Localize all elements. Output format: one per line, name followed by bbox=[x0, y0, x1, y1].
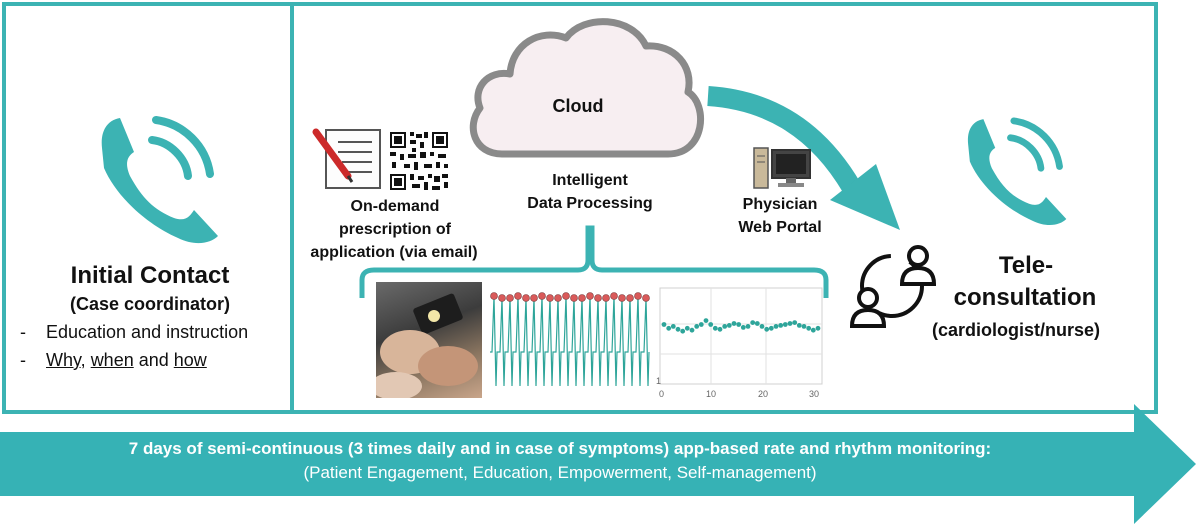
hr-point bbox=[736, 322, 742, 327]
ecg-peak-marker bbox=[642, 294, 650, 302]
hr-point bbox=[815, 325, 821, 331]
hr-point bbox=[703, 318, 709, 323]
hr-point bbox=[712, 325, 718, 331]
portal-label-line1: Physician bbox=[742, 196, 818, 213]
hr-point bbox=[731, 321, 737, 326]
hr-x-tick-10: 10 bbox=[706, 389, 716, 399]
heart-rate-chart: 1 0 10 20 30 bbox=[656, 287, 823, 399]
prescription-label-line3: application (via email) bbox=[310, 244, 478, 261]
bullet-why-when-how: Why, when and how bbox=[20, 346, 290, 374]
ecg-peak-marker bbox=[554, 294, 562, 302]
banner-line1: 7 days of semi-continuous (3 times daily… bbox=[128, 439, 992, 458]
hr-point bbox=[708, 322, 714, 327]
main-panel-frame bbox=[290, 2, 1158, 414]
ecg-peak-marker bbox=[562, 292, 570, 300]
teleconsultation-title-line1: Tele- bbox=[998, 252, 1054, 279]
hr-point bbox=[759, 324, 765, 329]
left-bullets: Education and instruction Why, when and … bbox=[20, 318, 290, 374]
when-link: when bbox=[90, 350, 134, 370]
bullet-education: Education and instruction bbox=[20, 318, 290, 346]
hr-point bbox=[740, 325, 746, 330]
hr-point bbox=[750, 320, 756, 325]
hr-point bbox=[689, 327, 695, 333]
cloud-label: Cloud bbox=[552, 96, 604, 116]
hr-point bbox=[661, 322, 667, 327]
processing-label-line2: Data Processing bbox=[527, 195, 653, 212]
hr-point bbox=[722, 324, 728, 329]
teleconsultation-subtitle: (cardiologist/nurse) bbox=[931, 320, 1101, 340]
initial-contact-title: Initial Contact bbox=[70, 262, 230, 289]
prescription-label-line1: On-demand bbox=[350, 198, 440, 215]
banner-line2: (Patient Engagement, Education, Empowerm… bbox=[303, 463, 817, 482]
ecg-chart bbox=[488, 282, 652, 398]
hr-point bbox=[806, 325, 812, 331]
processing-label-line1: Intelligent bbox=[552, 172, 628, 189]
hr-point bbox=[768, 325, 774, 331]
hr-point bbox=[754, 321, 760, 326]
cloud-to-consultation-arrow bbox=[707, 86, 900, 230]
hr-point bbox=[764, 326, 770, 332]
case-coordinator-subtitle: (Case coordinator) bbox=[69, 294, 231, 314]
hr-point bbox=[745, 324, 751, 329]
ecg-peak-marker bbox=[578, 294, 586, 302]
hr-point bbox=[670, 324, 676, 329]
hr-x-tick-0: 0 bbox=[659, 389, 664, 399]
ecg-peak-marker bbox=[610, 292, 618, 300]
ecg-peak-marker bbox=[530, 294, 538, 302]
monitoring-banner-arrow bbox=[0, 404, 1196, 524]
prescription-note-icon bbox=[312, 128, 381, 189]
prescription-label-line2: prescription of bbox=[338, 221, 451, 238]
hr-point bbox=[810, 327, 816, 333]
ecg-peak-marker bbox=[634, 292, 642, 300]
teleconsultation-title-line2: consultation bbox=[953, 284, 1097, 311]
computer-icon bbox=[753, 147, 811, 189]
phone-icon bbox=[101, 116, 218, 244]
hr-point bbox=[684, 325, 690, 331]
consultation-people-icon bbox=[842, 232, 960, 340]
how-link: how bbox=[173, 350, 207, 370]
hr-x-tick-20: 20 bbox=[758, 389, 768, 399]
hr-point bbox=[698, 322, 704, 327]
hr-point bbox=[773, 324, 779, 329]
ecg-peak-marker bbox=[602, 294, 610, 302]
portal-label-line2: Web Portal bbox=[738, 219, 822, 236]
ecg-peak-marker bbox=[498, 294, 506, 302]
hr-point bbox=[778, 323, 784, 328]
hr-point bbox=[796, 323, 802, 328]
ecg-peak-marker bbox=[538, 292, 546, 300]
hr-point bbox=[792, 320, 798, 325]
hr-point bbox=[782, 322, 788, 327]
ecg-peak-marker bbox=[570, 294, 578, 302]
why-link: Why bbox=[46, 350, 81, 370]
hr-point bbox=[717, 326, 723, 332]
hr-point bbox=[694, 324, 700, 329]
hr-point bbox=[666, 325, 672, 331]
ecg-peak-marker bbox=[626, 294, 634, 302]
hr-y-tick: 1 bbox=[656, 376, 661, 386]
ecg-peak-marker bbox=[506, 294, 514, 302]
ecg-peak-marker bbox=[618, 294, 626, 302]
hr-point bbox=[787, 321, 793, 326]
hr-point bbox=[675, 326, 681, 332]
ecg-peak-marker bbox=[546, 294, 554, 302]
hr-point bbox=[801, 324, 807, 329]
hr-point bbox=[680, 328, 686, 334]
hr-x-tick-30: 30 bbox=[809, 389, 819, 399]
qr-code-icon bbox=[388, 130, 450, 192]
ecg-peak-marker bbox=[594, 294, 602, 302]
smartphone-photo bbox=[376, 282, 482, 398]
ecg-peak-marker bbox=[490, 292, 498, 300]
hr-point bbox=[726, 323, 732, 328]
ecg-peak-marker bbox=[522, 294, 530, 302]
phone-icon-right bbox=[967, 117, 1067, 226]
cloud-icon bbox=[469, 18, 704, 158]
curly-brace bbox=[359, 225, 829, 298]
ecg-peak-marker bbox=[586, 292, 594, 300]
ecg-peak-marker bbox=[514, 292, 522, 300]
ecg-trace bbox=[490, 295, 650, 387]
